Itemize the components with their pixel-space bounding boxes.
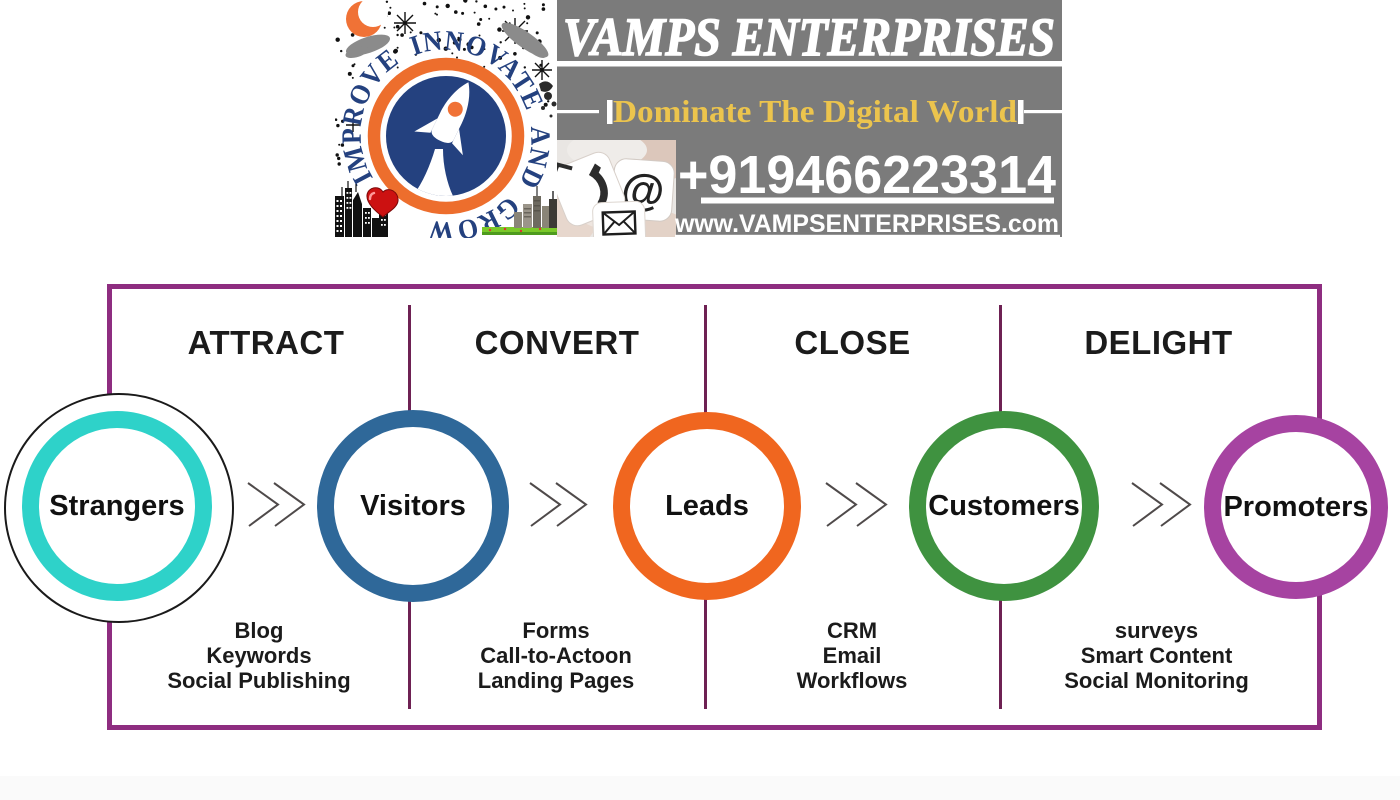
svg-text:www.VAMPSENTERPRISES.com: www.VAMPSENTERPRISES.com xyxy=(674,210,1059,237)
svg-text:Dominate The Digital World: Dominate The Digital World xyxy=(613,93,1017,129)
svg-text:+919466223314: +919466223314 xyxy=(678,145,1056,205)
svg-text:VAMPS ENTERPRISES: VAMPS ENTERPRISES xyxy=(563,7,1055,67)
